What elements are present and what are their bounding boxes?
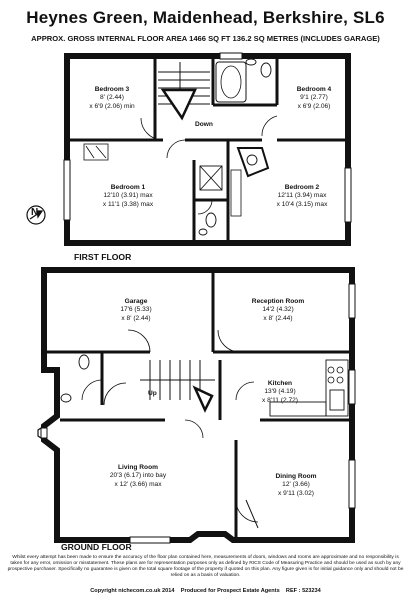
room-living: Living Room 20'3 (6.17) into bay x 12' (… <box>110 464 166 489</box>
room-name: Bedroom 3 <box>94 86 130 93</box>
ground-floor-outer-wall <box>41 267 355 543</box>
footer-credits: Copyright nichecom.co.uk 2014 Produced f… <box>0 588 411 594</box>
room-name: Living Room <box>118 464 158 471</box>
disclaimer-text: Whilst every attempt has been made to en… <box>7 555 404 579</box>
room-reception: Reception Room 14'2 (4.32) x 8' (2.44) <box>252 298 304 323</box>
room-dim-2: x 9'11 (3.02) <box>278 489 314 497</box>
footer-copyright: Copyright nichecom.co.uk 2014 <box>90 588 175 594</box>
room-dim-1: 14'2 (4.32) <box>262 306 294 314</box>
door-arc-bedroom3 <box>140 117 164 141</box>
door-arc-living <box>184 419 204 439</box>
door-arc-front <box>103 382 127 406</box>
kitchen-worktop <box>269 359 349 417</box>
living-room-bay <box>37 425 45 441</box>
page-title: Heynes Green, Maidenhead, Berkshire, SL6 <box>26 8 385 27</box>
stair-down-label: Down <box>195 121 213 128</box>
stair-up-label: Up <box>148 390 157 397</box>
room-name: Bedroom 4 <box>296 86 332 93</box>
bathroom-toilet <box>260 62 272 78</box>
room-dining: Dining Room 12' (3.66) x 9'11 (3.02) <box>275 473 316 498</box>
room-dim-1: 12'10 (3.91) max <box>103 192 153 200</box>
first-floor-windows <box>63 52 352 223</box>
first-floor-outer-wall <box>64 53 351 246</box>
room-dim-1: 9'1 (2.77) <box>300 94 328 102</box>
door-arc-garage <box>127 329 151 353</box>
room-name: Garage <box>124 298 148 305</box>
bath-tub <box>215 61 247 103</box>
room-dim-1: 20'3 (6.17) into bay <box>109 472 167 480</box>
room-name: Bedroom 1 <box>110 184 146 191</box>
ground-floor-plan <box>37 267 356 544</box>
kitchen-hob <box>327 366 344 384</box>
room-dim-2: x 10'4 (3.15) max <box>276 200 328 208</box>
room-dim-1: 12' (3.66) <box>282 481 310 489</box>
ensuite-toilet <box>205 212 217 228</box>
stair-banister <box>160 88 197 121</box>
room-name: Reception Room <box>251 298 305 305</box>
first-floor-label: FIRST FLOOR <box>74 252 132 262</box>
room-kitchen: Kitchen 13'9 (4.19) x 8'11 (2.72) <box>262 380 298 405</box>
kitchen-sink <box>329 389 345 411</box>
room-name: Kitchen <box>267 380 293 387</box>
room-dim-1: 12'11 (3.94) max <box>277 192 327 200</box>
cloakroom-basin <box>60 393 72 403</box>
bedroom1-wardrobe <box>83 143 109 161</box>
room-bedroom-2: Bedroom 2 12'11 (3.94) max x 10'4 (3.15)… <box>277 184 328 209</box>
room-dim-2: x 11'1 (3.38) max <box>102 200 154 208</box>
door-arc-kitchen <box>235 381 255 401</box>
airing-cupboard <box>199 165 223 191</box>
room-bedroom-4: Bedroom 4 9'1 (2.77) x 6'9 (2.06) <box>297 86 331 111</box>
room-dim-2: x 8' (2.44) <box>121 314 151 322</box>
compass-arrow <box>26 205 46 225</box>
footer-produced: Produced for Prospect Estate Agents <box>180 588 280 594</box>
door-arc-cloakroom <box>81 379 103 401</box>
door-arc-reception <box>217 329 241 353</box>
ground-floor-label: GROUND FLOOR <box>61 542 132 552</box>
room-dim-2: x 8'11 (2.72) <box>262 396 298 404</box>
room-dim-1: 8' (2.44) <box>100 94 124 102</box>
room-garage: Garage 17'6 (5.33) x 8' (2.44) <box>120 298 151 323</box>
landing-corner <box>236 147 270 178</box>
room-name: Bedroom 2 <box>284 184 320 191</box>
bedroom2-wardrobe <box>230 169 242 217</box>
ensuite-basin <box>198 228 208 236</box>
room-dim-2: x 12' (3.66) max <box>114 480 162 488</box>
bath-basin <box>220 65 242 99</box>
room-dim-1: 17'6 (5.33) <box>120 306 152 314</box>
door-arc-bedroom4 <box>261 115 278 137</box>
door-arc-bedroom1 <box>166 139 186 159</box>
room-dim-2: x 8' (2.44) <box>263 314 293 322</box>
compass-north-label: N <box>31 207 39 218</box>
room-name: Dining Room <box>275 473 317 480</box>
floor-area-subtitle: APPROX. GROSS INTERNAL FLOOR AREA 1466 S… <box>31 34 380 43</box>
room-dim-1: 13'9 (4.19) <box>264 388 296 396</box>
dining-corner <box>245 499 259 529</box>
room-dim-2: x 6'9 (2.06) <box>297 102 331 110</box>
cloakroom-toilet <box>78 354 90 370</box>
room-dim-2: x 6'9 (2.06) min <box>89 102 135 110</box>
room-bedroom-3: Bedroom 3 8' (2.44) x 6'9 (2.06) min <box>89 86 134 111</box>
stair-newel <box>192 385 214 413</box>
door-arc-ensuite <box>197 199 213 215</box>
room-bedroom-1: Bedroom 1 12'10 (3.91) max x 11'1 (3.38)… <box>103 184 153 209</box>
ground-floor-windows <box>40 283 356 544</box>
first-floor-plan <box>63 52 352 246</box>
bathroom-sink <box>245 58 257 66</box>
footer-ref: REF : 523234 <box>285 588 321 594</box>
landing-light <box>246 154 258 166</box>
